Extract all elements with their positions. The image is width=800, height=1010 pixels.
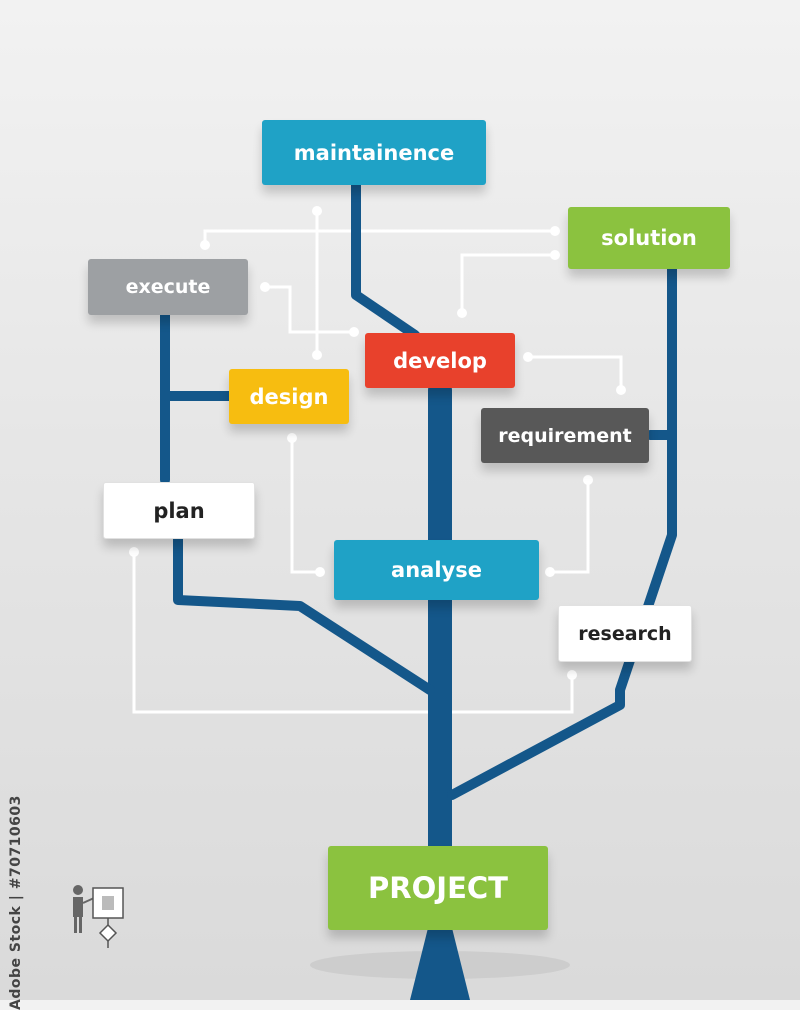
node-execute: execute <box>88 259 248 315</box>
node-project: PROJECT <box>328 846 548 930</box>
connector-dots <box>129 206 626 680</box>
presenter-icon <box>73 885 95 933</box>
node-plan: plan <box>103 482 255 539</box>
flowchart-icon <box>92 887 124 948</box>
node-solution: solution <box>568 207 730 269</box>
node-maintainence: maintainence <box>262 120 486 185</box>
node-design: design <box>229 369 349 424</box>
stock-id-watermark: Adobe Stock | #70710603 <box>8 795 24 1010</box>
trunk-base <box>410 928 470 1000</box>
node-analyse: analyse <box>334 540 539 600</box>
connector-lines <box>132 211 623 714</box>
node-requirement: requirement <box>481 408 649 463</box>
node-research: research <box>558 605 692 662</box>
node-develop: develop <box>365 333 515 388</box>
